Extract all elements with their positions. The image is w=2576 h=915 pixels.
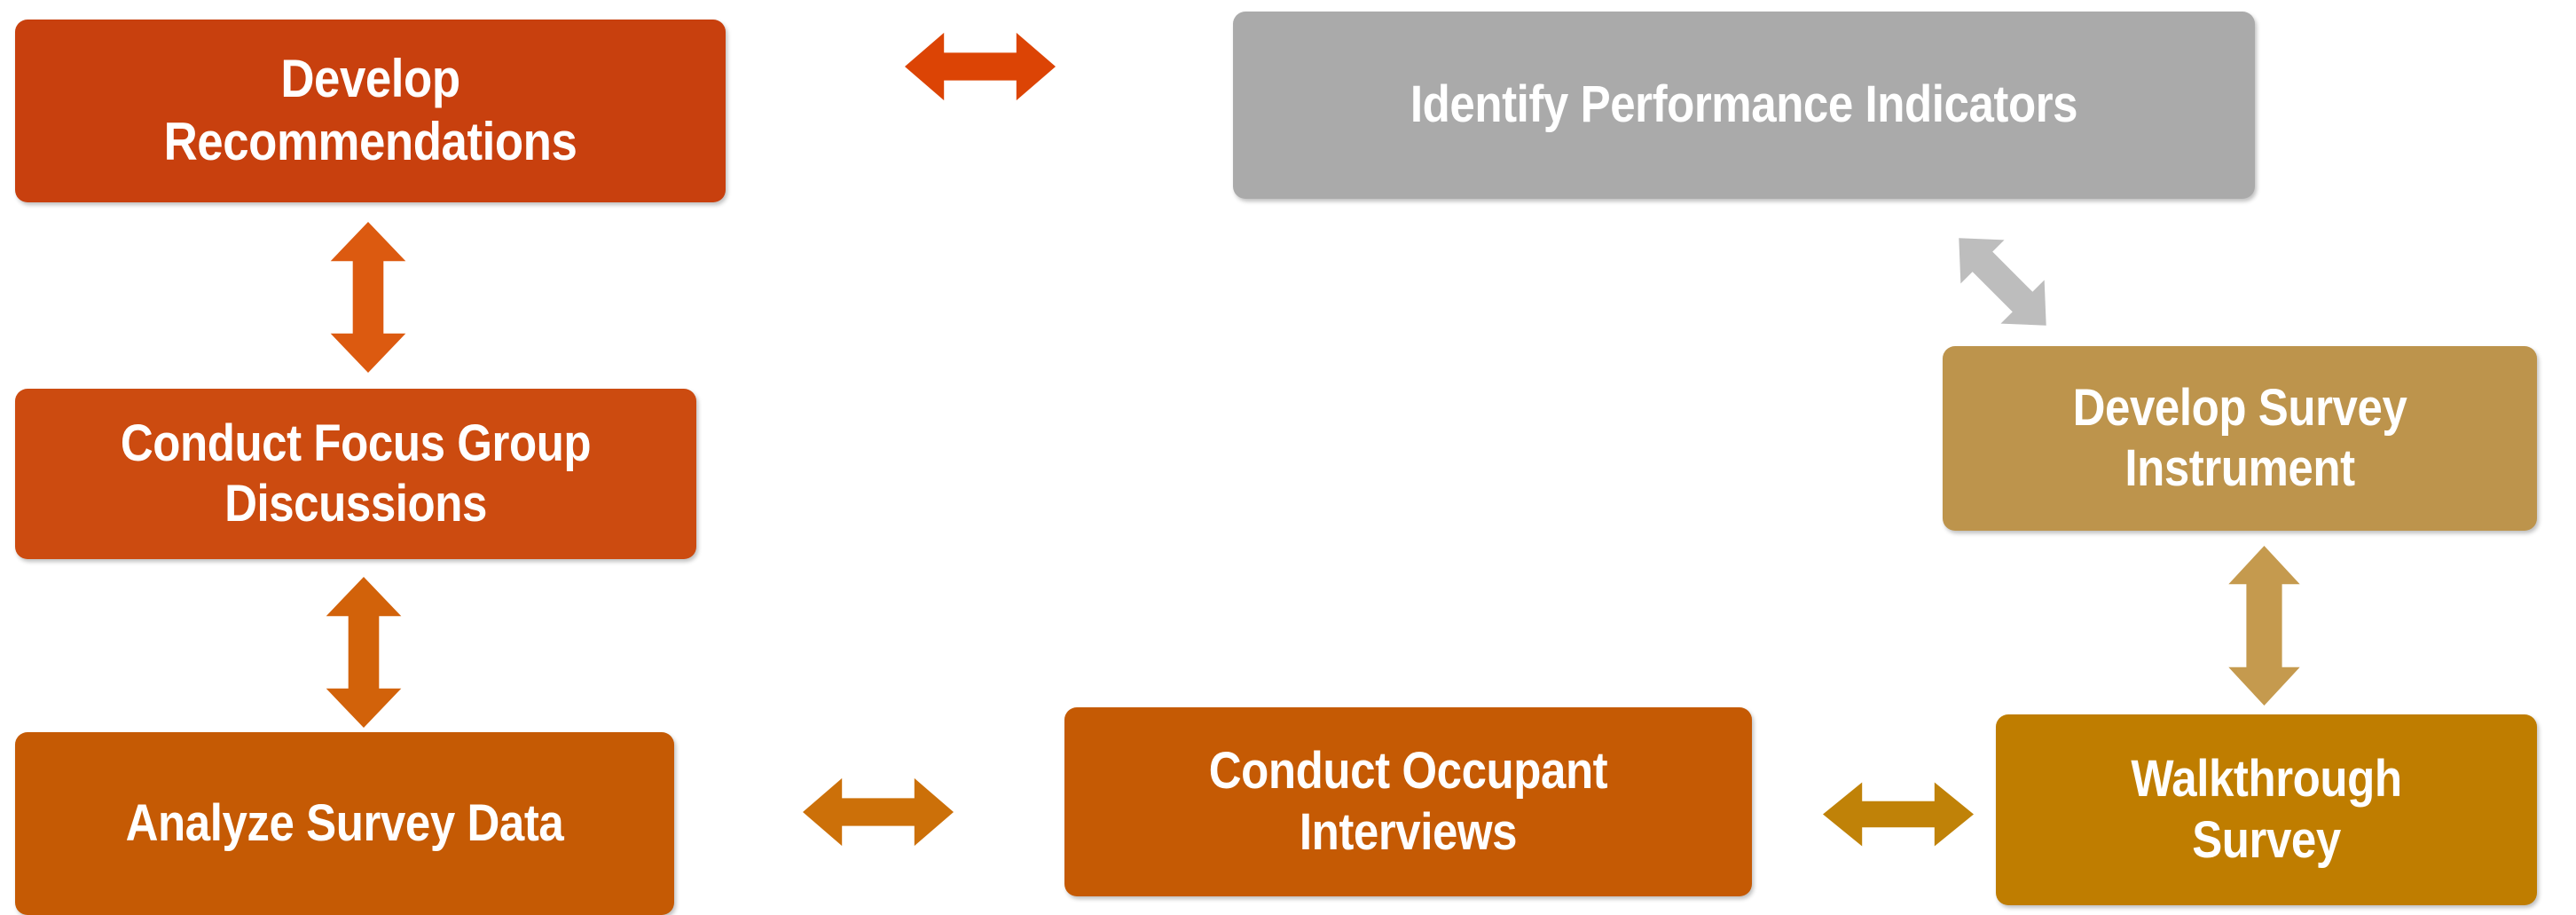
double-arrow-shape: [330, 222, 406, 373]
node-identify-performance-indicators[interactable]: Identify Performance Indicators: [1233, 12, 2255, 199]
node-label: Walkthrough Survey: [2131, 750, 2402, 869]
node-label: Develop Survey Instrument: [2072, 378, 2407, 497]
double-arrow-shape: [2228, 546, 2300, 706]
node-develop-survey-instrument[interactable]: Develop Survey Instrument: [1943, 346, 2537, 531]
node-label: Conduct Occupant Interviews: [1208, 742, 1608, 861]
node-label: Conduct Focus Group Discussions: [120, 414, 592, 532]
node-conduct-focus-group-discussions[interactable]: Conduct Focus Group Discussions: [15, 389, 696, 559]
double-arrow-icon-surveyinstrument-walkthrough: [2222, 546, 2306, 706]
node-develop-recommendations[interactable]: Develop Recommendations: [15, 20, 726, 202]
double-arrow-icon-recommendations-indicators: [905, 27, 1056, 106]
double-arrow-icon-focusgroup-analyze: [319, 577, 408, 728]
double-arrow-shape: [1823, 782, 1974, 847]
node-label: Identify Performance Indicators: [1410, 75, 2078, 134]
node-label: Develop Recommendations: [163, 49, 577, 171]
node-analyze-survey-data[interactable]: Analyze Survey Data: [15, 732, 674, 915]
node-conduct-occupant-interviews[interactable]: Conduct Occupant Interviews: [1064, 707, 1752, 896]
double-arrow-shape: [803, 777, 954, 847]
double-arrow-icon-analyze-interviews: [803, 772, 954, 852]
double-arrow-shape: [326, 577, 402, 728]
double-arrow-icon-recommendations-focusgroup: [324, 222, 412, 373]
node-label: Analyze Survey Data: [125, 793, 564, 852]
double-arrow-shape: [1959, 238, 2046, 326]
double-arrow-shape: [905, 32, 1056, 101]
double-arrow-icon-interviews-walkthrough: [1823, 777, 1974, 852]
double-arrow-icon-indicators-surveyinstrument: [1938, 217, 2067, 346]
node-walkthrough-survey[interactable]: Walkthrough Survey: [1996, 714, 2537, 905]
